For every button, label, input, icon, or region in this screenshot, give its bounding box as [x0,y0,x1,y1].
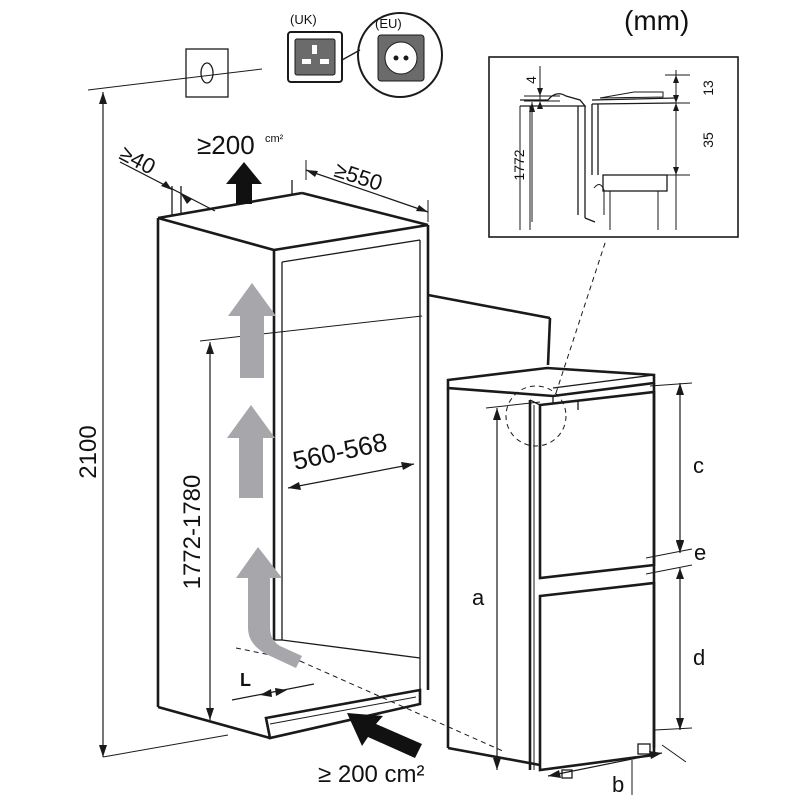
niche-width-dimension: 560-568 [287,427,415,490]
fridge-appliance [446,366,656,779]
niche-width-value: 560-568 [290,427,390,476]
detail-35: 35 [700,132,716,148]
plinth-dimension: L [231,670,315,701]
wall-socket-plate [185,48,229,98]
fridge-depth-dimension: b [547,744,687,797]
label-a: a [472,585,485,610]
cabinet-niche [156,180,552,753]
eu-socket-label: (EU) [375,16,402,31]
plinth-label: L [240,670,251,690]
top-vent-arrow: ≥200 cm² [197,130,284,204]
height-dimension: 2100 [75,92,229,758]
detail-1772: 1772 [511,149,527,180]
height-value: 2100 [75,425,102,478]
bottom-vent-value: ≥ 200 cm² [318,761,425,788]
niche-height-value: 1772-1780 [179,475,206,590]
depth-dimension: ≥550 [305,157,429,222]
detail-inset: 4 1772 13 35 [488,56,739,238]
eu-socket: (EU) [357,12,443,98]
uk-socket: (UK) [287,12,343,83]
detail-13: 13 [700,80,716,96]
rear-gap-value: ≥40 [116,140,160,179]
airflow-arrows [227,283,302,668]
niche-height-dimension: 1772-1780 [179,315,423,720]
top-vent-value: ≥200 [197,130,255,160]
units-label: (mm) [624,5,689,36]
uk-socket-label: (UK) [290,12,317,27]
detail-4: 4 [523,76,539,84]
detail-circle [505,385,567,447]
label-b: b [612,772,624,797]
label-e: e [694,540,706,565]
top-vent-unit: cm² [265,133,284,145]
depth-value: ≥550 [331,157,385,196]
label-d: d [693,645,705,670]
label-c: c [693,453,704,478]
door-dimensions: c e d [645,382,706,731]
fridge-height-dimension: a [472,401,541,770]
bottom-vent-arrow: ≥ 200 cm² [318,713,425,788]
